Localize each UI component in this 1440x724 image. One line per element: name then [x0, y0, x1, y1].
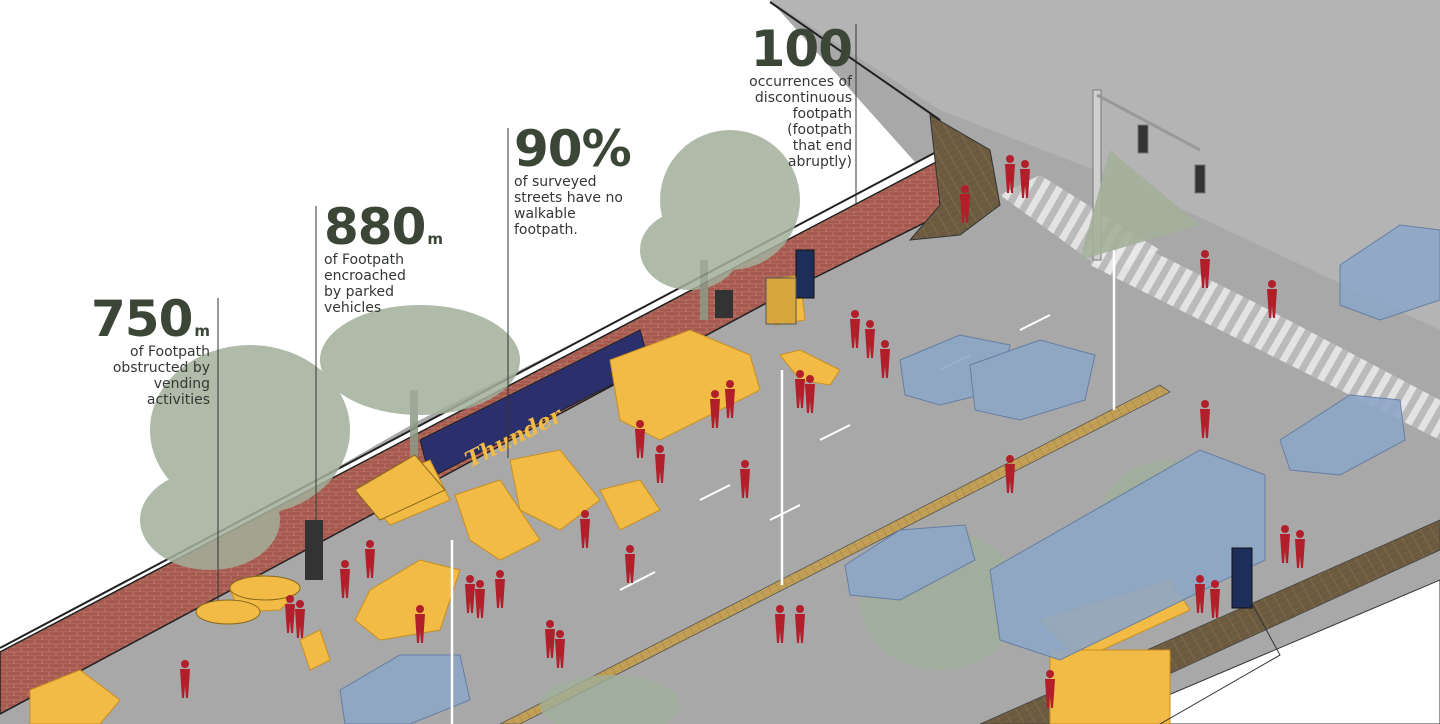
desc-line: streets have no [514, 190, 623, 206]
pedestrian-figure [1200, 250, 1210, 288]
road-far-area [770, 0, 1440, 330]
desc-line: (footpath [787, 122, 852, 138]
info-board-2 [1231, 547, 1253, 609]
background-trees [140, 130, 800, 570]
crosswalk-right [1090, 230, 1440, 440]
desc-line: obstructed by [112, 360, 210, 376]
desc-line: of Footpath [324, 252, 404, 268]
stat-880-desc: of Footpath encroached by parked vehicle… [324, 252, 484, 316]
desc-line: footpath. [514, 222, 578, 238]
desc-line: discontinuous [754, 90, 852, 106]
pedestrian-figure [495, 570, 505, 608]
pedestrian-figure [775, 605, 785, 643]
pedestrian-figure [635, 420, 645, 458]
pedestrian-figure [365, 540, 375, 578]
pedestrian-figure [1267, 280, 1277, 318]
pedestrian-figure [295, 600, 305, 638]
dustbin-2 [305, 520, 323, 580]
desc-line: encroached [324, 268, 406, 284]
pedestrian-figure [545, 620, 555, 658]
pedestrian-figure [655, 445, 665, 483]
pedestrian-figure [625, 545, 635, 583]
pedestrian-figure [1195, 575, 1205, 613]
pedestrian-figure [725, 380, 735, 418]
desc-line: occurrences of [749, 74, 852, 90]
pedestrian-figure [805, 375, 815, 413]
stat-90-desc: of surveyed streets have no walkable foo… [514, 174, 664, 238]
corner-footpath [908, 114, 1001, 241]
right-white-block [1099, 579, 1440, 724]
pedestrian-figure [180, 660, 190, 698]
annotation-lines [217, 24, 1281, 724]
dustbin-1 [715, 290, 733, 318]
pedestrian-figure [795, 605, 805, 643]
pedestrian-figure [1210, 580, 1220, 618]
pedestrian-figure [1200, 400, 1210, 438]
stat-750-unit: m [194, 322, 210, 340]
pedestrian-figure [415, 605, 425, 643]
pedestrian-figure [340, 560, 350, 598]
kiosk-box [765, 277, 797, 325]
pedestrian-figure [465, 575, 475, 613]
pedestrian-figure [710, 390, 720, 428]
pedestrian-figure [1045, 670, 1055, 708]
stat-discontinuous-footpath: 100 occurrences of discontinuous footpat… [700, 24, 853, 170]
street-lights [450, 250, 1116, 724]
median-divider [499, 384, 1171, 724]
pedestrian-figure [555, 630, 565, 668]
pedestrian-figure [1280, 525, 1290, 563]
stat-100-desc: occurrences of discontinuous footpath (f… [700, 74, 852, 170]
pedestrian-figure [580, 510, 590, 548]
desc-line: vehicles [324, 300, 382, 316]
stat-880-number: 880 [324, 198, 426, 256]
stat-100-number: 100 [750, 20, 853, 78]
desc-line: vending [153, 376, 210, 392]
stat-880-unit: m [427, 230, 444, 248]
parked-cars [339, 224, 1440, 724]
info-board-1 [795, 249, 815, 299]
pedestrian-figure [850, 310, 860, 348]
pedestrian-figure [1005, 155, 1015, 193]
pedestrian-figure [795, 370, 805, 408]
desc-line: of Footpath [130, 344, 210, 360]
pedestrian-figure [740, 460, 750, 498]
desc-line: activities [146, 392, 210, 408]
stat-90-number: 90% [514, 120, 632, 178]
pedestrians [180, 155, 1305, 708]
stat-750-number: 750 [90, 290, 193, 348]
vending-umbrellas [195, 454, 446, 625]
pedestrian-figure [960, 185, 970, 223]
desc-line: abruptly) [787, 154, 852, 170]
pedestrian-figure [285, 595, 295, 633]
traffic-signal [1080, 89, 1206, 261]
desc-line: of surveyed [514, 174, 597, 190]
desc-line: footpath [792, 106, 852, 122]
desc-line: walkable [514, 206, 576, 222]
stat-no-walkable-footpath: 90% of surveyed streets have no walkable… [514, 124, 664, 238]
desc-line: that end [792, 138, 852, 154]
stat-750-desc: of Footpath obstructed by vending activi… [60, 344, 210, 408]
pedestrian-figure [475, 580, 485, 618]
pedestrian-figure [1295, 530, 1305, 568]
pedestrian-figure [1020, 160, 1030, 198]
pedestrian-figure [865, 320, 875, 358]
pedestrian-figure [1005, 455, 1015, 493]
desc-line: by parked [324, 284, 394, 300]
pedestrian-figure [880, 340, 890, 378]
